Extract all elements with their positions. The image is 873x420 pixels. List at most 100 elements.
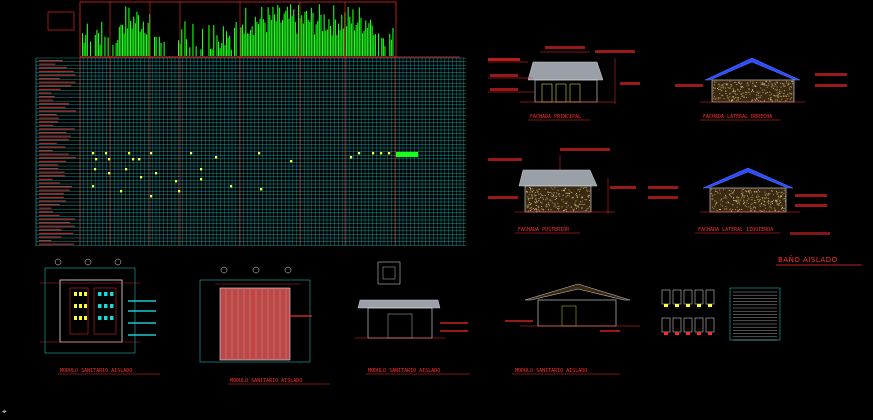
bar-mark <box>130 20 132 57</box>
masonry-speck <box>714 84 716 86</box>
row-label-stub <box>39 168 59 170</box>
masonry-speck <box>730 86 731 88</box>
masonry-speck <box>734 200 736 202</box>
masonry-speck <box>779 91 781 92</box>
row-label-stub <box>39 182 60 184</box>
plan-fixture <box>104 316 108 320</box>
masonry-speck <box>770 190 772 192</box>
masonry-speck <box>553 205 555 207</box>
masonry-speck <box>538 209 539 211</box>
masonry-speck <box>740 193 742 195</box>
plan-architectural: MODULO SANITARIO AISLADO <box>40 258 160 375</box>
masonry-speck <box>771 201 773 203</box>
bar-mark <box>90 41 92 56</box>
masonry-speck <box>715 81 717 83</box>
plan-fixture <box>84 316 87 320</box>
masonry-speck <box>743 96 745 98</box>
masonry-speck <box>776 192 778 194</box>
masonry-speck <box>780 195 781 197</box>
masonry-speck <box>749 192 750 194</box>
masonry-speck <box>763 83 765 85</box>
masonry-speck <box>552 196 554 198</box>
masonry-speck <box>778 92 780 94</box>
bar-mark <box>286 6 288 56</box>
bar-mark <box>317 21 319 57</box>
masonry-speck <box>756 191 758 193</box>
masonry-speck <box>765 197 767 199</box>
bar-mark <box>280 22 282 56</box>
masonry-speck <box>770 98 771 100</box>
masonry-speck <box>776 99 778 101</box>
masonry-speck <box>558 193 560 195</box>
masonry-speck <box>791 81 793 83</box>
masonry-speck <box>581 196 583 198</box>
masonry-speck <box>727 201 729 203</box>
masonry-speck <box>741 195 743 197</box>
bar-mark <box>144 33 146 56</box>
schedule-marker <box>92 152 95 155</box>
masonry-speck <box>778 89 780 91</box>
masonry-speck <box>762 89 764 91</box>
bar-mark <box>123 33 125 56</box>
masonry-speck <box>761 197 763 199</box>
masonry-speck <box>735 81 737 83</box>
masonry-speck <box>735 94 737 96</box>
masonry-speck <box>738 82 739 84</box>
schedule-marker <box>388 152 391 155</box>
masonry-speck <box>589 190 591 192</box>
masonry-speck <box>575 205 577 207</box>
masonry-speck <box>774 199 776 201</box>
masonry-speck <box>778 195 779 197</box>
masonry-speck <box>548 202 549 204</box>
masonry-speck <box>717 88 718 89</box>
masonry-speck <box>730 193 732 195</box>
masonry-speck <box>747 82 749 84</box>
masonry-speck <box>744 201 746 203</box>
schedule-marker <box>380 152 383 155</box>
masonry-speck <box>746 97 747 98</box>
section-a: MODULO SANITARIO AISLADO <box>355 261 470 375</box>
masonry-speck <box>528 210 530 212</box>
masonry-speck <box>531 198 533 199</box>
masonry-speck <box>783 207 785 209</box>
bar-mark <box>306 10 308 56</box>
masonry-speck <box>783 210 785 212</box>
masonry-speck <box>773 94 775 96</box>
masonry-speck <box>730 100 732 102</box>
bar-mark <box>266 32 268 56</box>
masonry-speck <box>763 209 765 211</box>
masonry-speck <box>765 193 767 195</box>
row-label-stub <box>39 232 74 234</box>
masonry-speck <box>761 203 763 205</box>
masonry-speck <box>562 201 564 203</box>
masonry-speck <box>731 210 732 212</box>
masonry-speck <box>756 98 758 100</box>
masonry-speck <box>565 188 567 190</box>
legend-lines <box>733 291 777 341</box>
masonry-speck <box>532 190 534 192</box>
masonry-speck <box>584 199 586 201</box>
row-label-stub <box>39 200 67 202</box>
bar-mark <box>277 5 279 56</box>
bar-mark <box>200 49 202 56</box>
bar-mark <box>163 41 165 56</box>
masonry-speck <box>757 94 759 96</box>
masonry-speck <box>785 100 787 102</box>
bar-mark <box>85 34 87 56</box>
masonry-speck <box>540 193 542 195</box>
masonry-speck <box>768 199 770 201</box>
masonry-speck <box>740 199 742 201</box>
masonry-speck <box>759 209 761 211</box>
bar-mark <box>310 7 312 57</box>
masonry-speck <box>724 90 726 92</box>
masonry-speck <box>787 84 789 86</box>
bar-mark <box>221 43 223 56</box>
masonry-speck <box>540 208 542 210</box>
masonry-speck <box>783 95 785 97</box>
bar-mark <box>331 35 333 56</box>
door-handle <box>686 332 690 335</box>
masonry-speck <box>571 192 573 194</box>
masonry-speck <box>742 195 744 197</box>
masonry-speck <box>751 90 753 92</box>
row-label-stub <box>39 225 75 227</box>
